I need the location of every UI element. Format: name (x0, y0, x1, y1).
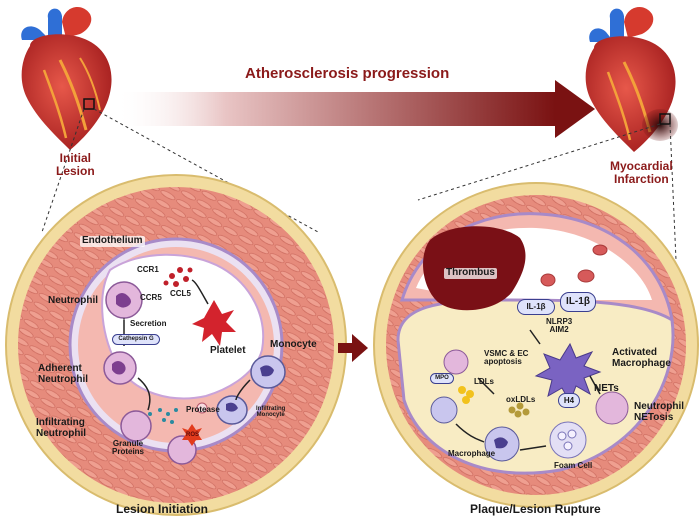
infiltrating-neutrophil-label: Infiltrating Neutrophil (36, 417, 86, 439)
protease-label: Protease (186, 405, 220, 414)
ros-label: ROS (186, 432, 200, 438)
vessel-plaque-rupture (373, 182, 699, 508)
oxldls-label: oxLDLs (506, 395, 536, 404)
il1b-badge-1: IL-1β (517, 299, 555, 315)
secretion-label: Secretion (130, 319, 167, 328)
foam-cell-label: Foam Cell (554, 461, 593, 470)
vessel-lesion-initiation (5, 174, 347, 516)
vsmc-ec-apoptosis-label: VSMC & EC apoptosis (484, 349, 529, 367)
adherent-neutrophil-label: Adherent Neutrophil (38, 363, 88, 385)
neutrophil-label: Neutrophil (48, 295, 98, 306)
activated-macrophage-label: Activated Macrophage (612, 347, 671, 369)
ccr1-label: CCR1 (137, 265, 159, 274)
granule-proteins-label: Granule Proteins (112, 439, 145, 457)
progression-arrow (115, 80, 595, 138)
myocardial-infarction-label: Myocardial Infarction (610, 159, 673, 186)
ccl5-label: CCL5 (170, 289, 191, 298)
h4-badge: H4 (558, 393, 580, 408)
plaque-rupture-caption: Plaque/Lesion Rupture (470, 502, 601, 516)
monocyte-label: Monocyte (270, 339, 317, 350)
nets-label: NETs (594, 383, 619, 394)
thrombus-label: Thrombus (444, 267, 497, 279)
cathepsin-g-badge: Cathepsin G (112, 334, 160, 345)
lesion-initiation-caption: Lesion Initiation (116, 502, 208, 516)
infiltrating-monocyte-label: Infiltrating Monocyte (256, 406, 286, 419)
mpo-badge: MPO (430, 373, 454, 384)
ldls-label: LDLs (474, 377, 494, 386)
transition-arrow (338, 334, 368, 362)
initial-lesion-label: Initial Lesion (56, 151, 95, 178)
heart-myocardial-infarction (585, 7, 678, 153)
ccr5-label: CCR5 (140, 293, 162, 302)
nlrp3-aim2-label: NLRP3 AIM2 (546, 317, 573, 335)
progression-title: Atherosclerosis progression (245, 65, 450, 82)
heart-initial-lesion (21, 7, 112, 151)
il1b-badge-2: IL-1β (560, 292, 596, 312)
neutrophil-netosis-label: Neutrophil NETosis (634, 401, 684, 423)
platelet-label: Platelet (210, 345, 246, 356)
macrophage-label: Macrophage (448, 449, 496, 458)
endothelium-label: Endothelium (80, 235, 145, 247)
